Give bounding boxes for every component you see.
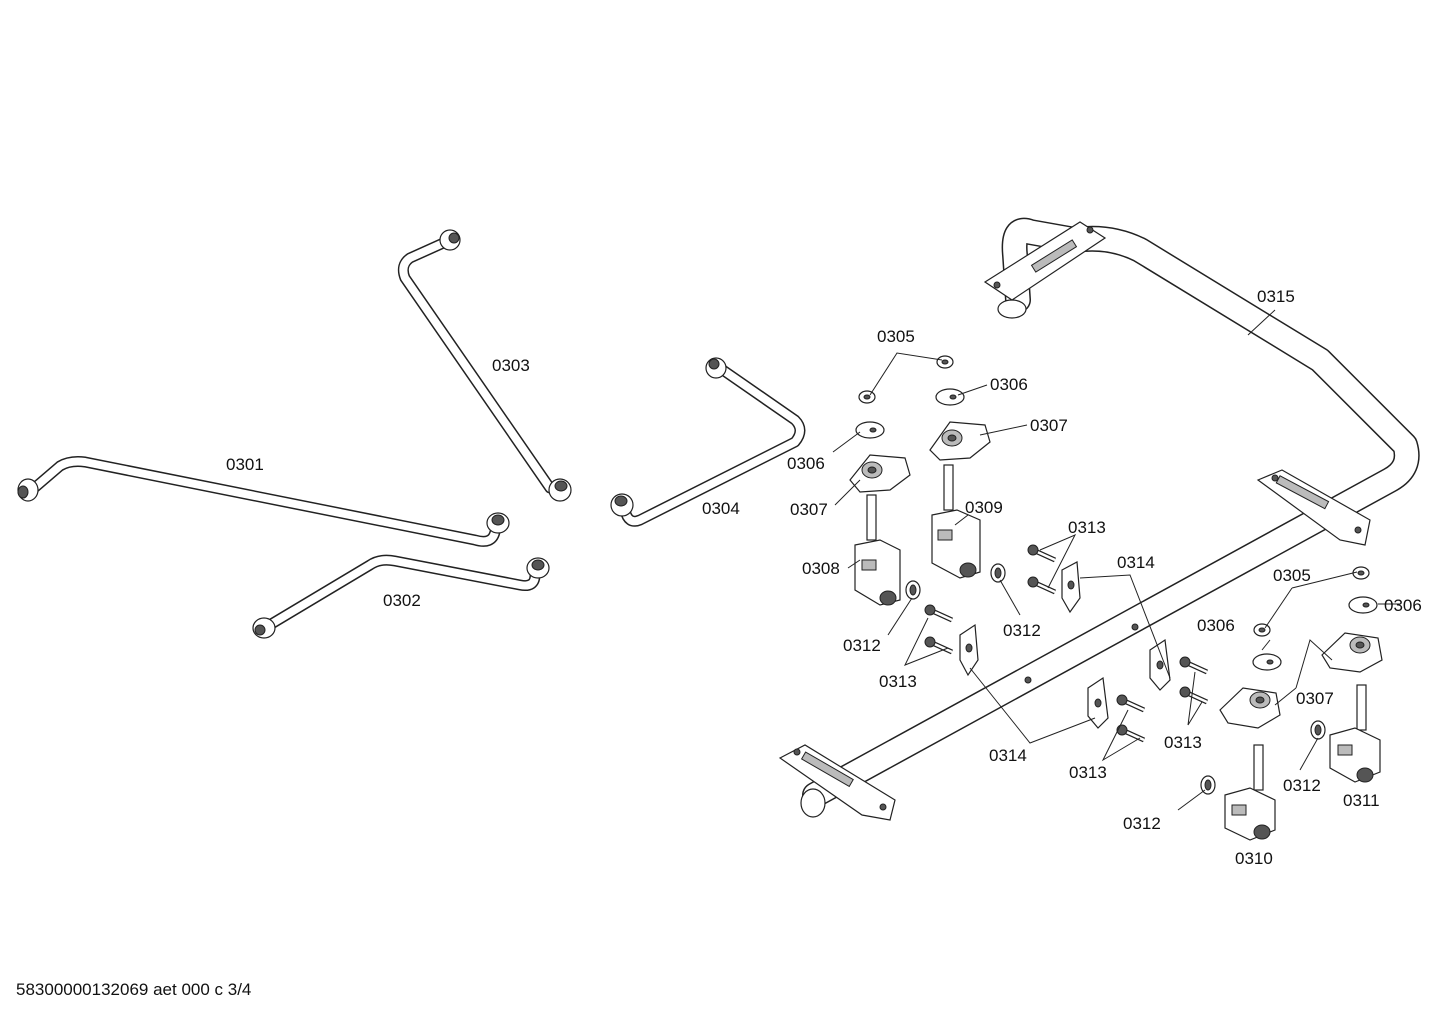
pipe-0303 — [397, 229, 572, 502]
rail-bracket-right — [1256, 469, 1371, 546]
seal-ring-0312 — [990, 563, 1006, 583]
screw-0313 — [1116, 724, 1146, 743]
label-0305: 0305 — [877, 327, 915, 346]
label-0312: 0312 — [843, 636, 881, 655]
label-0312: 0312 — [1283, 776, 1321, 795]
screw-0313 — [1027, 544, 1057, 563]
label-0313: 0313 — [1068, 518, 1106, 537]
washer-0305 — [1253, 623, 1271, 637]
clip-0314 — [1061, 561, 1081, 614]
label-0307: 0307 — [1030, 416, 1068, 435]
pipe-0302 — [252, 554, 550, 639]
screw-0313 — [1179, 686, 1209, 705]
pipe-0304 — [610, 357, 806, 527]
rail-bracket-left — [778, 744, 896, 821]
clip-0314 — [1149, 638, 1171, 691]
gas-valve-0308 — [854, 494, 901, 606]
label-0311: 0311 — [1343, 791, 1380, 810]
leader-lines — [832, 309, 1400, 811]
pipe-nut — [526, 557, 550, 579]
label-0309: 0309 — [965, 498, 1003, 517]
washer-0305 — [1352, 566, 1370, 580]
pipe-nut — [17, 478, 39, 502]
pipe-nut — [705, 357, 727, 379]
pipe-nut — [252, 617, 276, 639]
label-0306: 0306 — [990, 375, 1028, 394]
part-labels: 0301 0302 0303 0304 0305 0306 0306 0307 … — [226, 287, 1422, 868]
label-0312: 0312 — [1003, 621, 1041, 640]
screw-0313 — [924, 636, 954, 655]
gas-rail-0315 — [800, 217, 1420, 818]
seal-ring-0312 — [1310, 720, 1326, 740]
seal-ring-0312 — [905, 580, 921, 600]
pipe-nut — [548, 478, 572, 502]
pipe-nut — [610, 493, 634, 517]
label-0305: 0305 — [1273, 566, 1311, 585]
label-0302: 0302 — [383, 591, 421, 610]
screw-0313 — [1179, 656, 1209, 675]
valve-clamp-0307 — [929, 421, 991, 461]
screw-0313 — [1027, 576, 1057, 595]
washer-0306 — [935, 388, 965, 406]
washer-0306 — [855, 421, 885, 439]
washer-0306 — [1348, 596, 1378, 614]
label-0307: 0307 — [790, 500, 828, 519]
clip-0314 — [1087, 676, 1109, 729]
label-0307: 0307 — [1296, 689, 1334, 708]
washer-0305 — [858, 390, 876, 404]
label-0313: 0313 — [1069, 763, 1107, 782]
label-0310: 0310 — [1235, 849, 1273, 868]
label-0303: 0303 — [492, 356, 530, 375]
label-0306: 0306 — [1384, 596, 1422, 615]
label-0304: 0304 — [702, 499, 740, 518]
valve-clamp-0307 — [1219, 687, 1281, 729]
label-0308: 0308 — [802, 559, 840, 578]
gas-valve-0311 — [1329, 684, 1381, 783]
document-id-footer: 58300000132069 aet 000 c 3/4 — [16, 980, 252, 999]
label-0314: 0314 — [1117, 553, 1155, 572]
rail-bracket-top — [983, 221, 1107, 301]
pipe-nut — [439, 229, 461, 251]
label-0312: 0312 — [1123, 814, 1161, 833]
pipe-nut — [486, 512, 510, 534]
label-0301: 0301 — [226, 455, 264, 474]
label-0315: 0315 — [1257, 287, 1295, 306]
valve-clamp-0307 — [1321, 632, 1383, 673]
gas-valve-0310 — [1224, 744, 1276, 841]
label-0313: 0313 — [879, 672, 917, 691]
label-0306: 0306 — [1197, 616, 1235, 635]
screw-0313 — [924, 604, 954, 623]
label-0313: 0313 — [1164, 733, 1202, 752]
screw-0313 — [1116, 694, 1146, 713]
label-0314: 0314 — [989, 746, 1027, 765]
valve-clamp-0307 — [849, 454, 911, 493]
washer-0305 — [936, 355, 954, 369]
washer-0306 — [1252, 653, 1282, 671]
seal-ring-0312 — [1200, 775, 1216, 795]
label-0306: 0306 — [787, 454, 825, 473]
pipe-0301 — [17, 456, 510, 547]
gas-valve-0309 — [931, 464, 981, 579]
clip-0314 — [959, 623, 979, 677]
